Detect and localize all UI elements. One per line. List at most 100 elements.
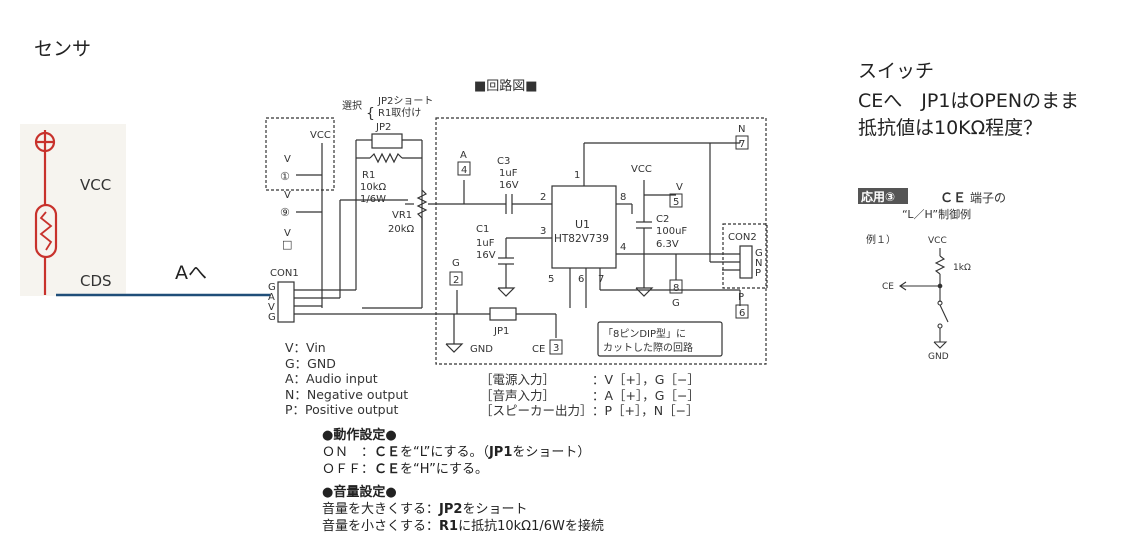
cds-vcc-label: VCC: [80, 176, 111, 194]
box-1: ①: [280, 170, 290, 183]
con1-pin-a: A: [268, 292, 275, 303]
box-8: 8: [673, 283, 679, 294]
dip-note-2: カットした際の回路: [603, 341, 693, 354]
box-9: ⑨: [280, 206, 290, 219]
p-label: P: [738, 292, 744, 303]
vr1-value: 20kΩ: [388, 224, 415, 235]
v-right-label: V: [676, 182, 683, 193]
volume-down-pre: 音量を小さくする：: [322, 519, 440, 534]
volume-up-rest: をショート: [462, 502, 528, 517]
v1-label: V: [284, 154, 291, 165]
operation-on: ＯＮ ：ＣＥを“L”にする。（JP1をショート）: [322, 444, 590, 461]
con2-pin-g: G: [755, 248, 763, 259]
r1-value-1: 10kΩ: [360, 182, 387, 193]
u1-label: U1: [575, 218, 590, 231]
app3-resistor: 1kΩ: [953, 263, 971, 273]
volume-up: 音量を大きくする：JP2をショート: [322, 501, 604, 518]
legend-negative: N：Negative output: [285, 386, 409, 402]
c2-label: C2: [656, 214, 669, 225]
switch-note-line1: CEへ JP1はOPENのまま: [858, 90, 1080, 112]
io-power-name: ［電源入力］: [480, 372, 556, 387]
ce-label: CE: [532, 344, 545, 355]
con2-pin-p: P: [755, 268, 761, 279]
io-speaker-value: ：P［+］，N［−］: [592, 403, 699, 418]
box-6: 6: [739, 308, 745, 319]
box-2: 2: [453, 275, 459, 286]
app3-example: 例１）: [866, 233, 896, 246]
io-table: ［電源入力］ ：V［+］，G［−］ ［音声入力］ ：A［+］，G［−］ ［スピー…: [480, 372, 700, 419]
c3-label: C3: [497, 156, 510, 167]
box-8-frame: [669, 279, 683, 294]
app3-title-rest: 端子の: [970, 191, 1006, 205]
con1-label: CON1: [270, 268, 299, 279]
c3-value-1: 1uF: [499, 168, 518, 179]
legend-list: V：Vin G：GND A：Audio input N：Negative out…: [285, 340, 408, 418]
on-rest: を“L”にする。（: [400, 445, 489, 460]
con1-pin-g2: G: [268, 312, 276, 323]
legend-audio: A：Audio input: [285, 371, 378, 386]
volume-down-r1: R1: [439, 519, 459, 534]
app3-title-ce: ＣＥ: [940, 191, 966, 206]
n-label: N: [738, 124, 745, 135]
pin-6: 6: [578, 274, 584, 285]
c1-value-1: 1uF: [476, 238, 495, 249]
v3-label: V: [284, 228, 291, 239]
to-a-note: Aへ: [175, 262, 207, 284]
io-power: ［電源入力］ ：V［+］，G［−］: [480, 372, 700, 388]
box-7-frame: [735, 135, 749, 150]
io-audio: ［音声入力］ ：A［+］，G［−］: [480, 388, 700, 404]
box-4: 4: [461, 165, 467, 176]
circuit-title: ■回路図■: [474, 78, 538, 94]
switch-note-line2: 抵抗値は10KΩ程度？: [858, 117, 1043, 139]
app3-circuit: [899, 248, 949, 349]
pin-1: 1: [574, 170, 580, 181]
off-rest: を“H”にする。: [400, 462, 489, 477]
volume-down-rest: に抵抗10kΩ1/6Wを接続: [458, 519, 604, 534]
c2-value-2: 6.3V: [656, 239, 679, 250]
operation-heading: ●動作設定●: [322, 428, 397, 443]
io-audio-value: ：A［+］，G［−］: [592, 387, 700, 403]
box-6-frame: [735, 304, 749, 319]
sensor-note: センサ: [34, 38, 92, 60]
select-brace: {: [366, 106, 375, 122]
con1-pin-g1: G: [268, 282, 276, 293]
open-terminal-icon: □: [282, 238, 292, 251]
legend-vin: V：Vin: [285, 340, 326, 355]
pin-4: 4: [620, 242, 626, 253]
box-5-frame: [669, 193, 683, 208]
v2-label: V: [284, 190, 291, 201]
off-label: ＯＦＦ：: [322, 462, 375, 477]
dip-note-1: 「8ピンDIP型」に: [603, 327, 686, 340]
legend-gnd: G：GND: [285, 355, 336, 371]
con1-pin-v: V: [268, 302, 275, 313]
vcc-left-label: VCC: [310, 130, 331, 141]
box-4-frame: [457, 161, 471, 176]
select-label: 選択: [342, 99, 362, 112]
app3-title-line2: “L／H”制御例: [902, 207, 971, 221]
pin-7: 7: [598, 274, 604, 285]
app3-ce: CE: [882, 282, 894, 292]
on-tail: をショート）: [512, 445, 591, 460]
jp2-label: JP2: [375, 122, 391, 133]
vcc-right-label: VCC: [631, 164, 652, 175]
vr1-label: VR1: [392, 210, 412, 221]
operation-off: ＯＦＦ：ＣＥを“H”にする。: [322, 461, 590, 478]
io-speaker: ［スピーカー出力］ ：P［+］，N［−］: [480, 403, 700, 419]
a-label: A: [460, 150, 467, 161]
app3-badge-bg: [858, 188, 908, 204]
switch-note-title: スイッチ: [858, 60, 935, 82]
box-3: 3: [553, 343, 559, 354]
cds-cds-label: CDS: [80, 272, 112, 290]
g-label-2: G: [672, 298, 680, 309]
gnd-label: GND: [470, 344, 493, 355]
on-ce: ＣＥ: [374, 445, 401, 460]
c3-value-2: 16V: [499, 180, 519, 191]
operation-settings: ●動作設定● ＯＮ ：ＣＥを“L”にする。（JP1をショート） ＯＦＦ：ＣＥを“…: [322, 427, 590, 478]
con2-label: CON2: [728, 232, 757, 243]
box-3-frame: [549, 339, 563, 355]
volume-down: 音量を小さくする：R1に抵抗10kΩ1/6Wを接続: [322, 518, 604, 535]
app3-badge: 応用③: [861, 189, 895, 204]
jp1-label: JP1: [493, 326, 509, 337]
box-5: 5: [673, 197, 679, 208]
